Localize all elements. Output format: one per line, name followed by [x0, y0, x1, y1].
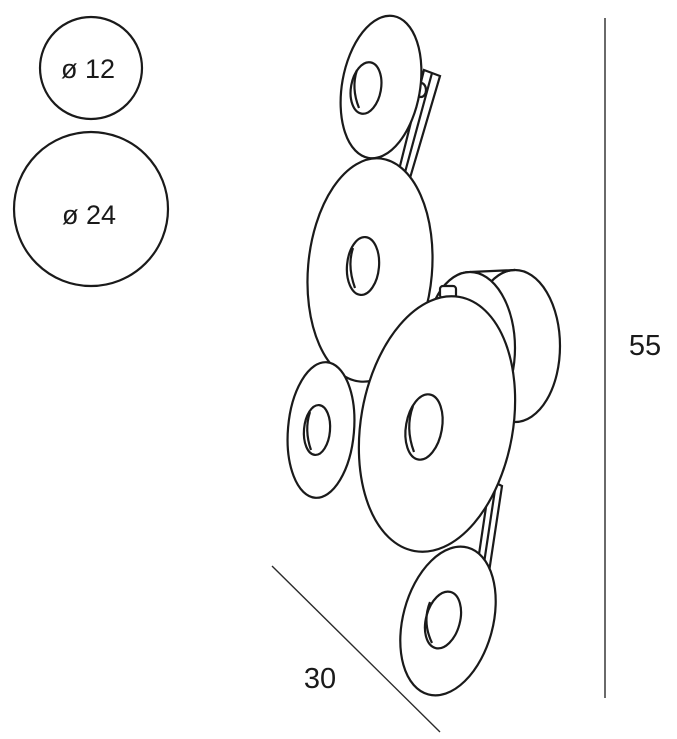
height-label: 55: [629, 330, 661, 362]
depth-dimension: 30: [271, 565, 441, 733]
small-diameter-label: ø 12: [61, 54, 115, 84]
bottom-small-disc: [399, 545, 497, 697]
diameter-legend: ø 12 ø 24: [12, 15, 170, 288]
depth-dimension-line: [271, 565, 441, 733]
large-diameter-circle: [12, 130, 170, 288]
height-dimension: 55: [604, 18, 661, 698]
left-small-disc: [286, 361, 356, 499]
front-large-disc: [357, 295, 517, 553]
wall-lamp-illustration: [286, 14, 562, 697]
small-diameter-circle: [38, 15, 144, 121]
depth-label: 30: [304, 663, 336, 695]
top-small-disc: [339, 14, 423, 160]
large-diameter-label: ø 24: [62, 200, 116, 230]
